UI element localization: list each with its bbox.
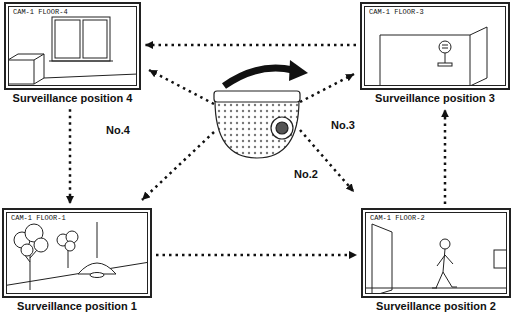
camera-caption: CAM-1 FLOOR-2	[370, 215, 425, 222]
sequence-arrow	[145, 44, 356, 47]
camera-caption: CAM-1 FLOOR-3	[369, 9, 424, 16]
callout-number: No.4	[106, 124, 130, 137]
sequence-arrow	[69, 109, 72, 204]
scene-floor-2	[361, 224, 511, 296]
sequence-arrow	[444, 109, 447, 204]
camera-caption: CAM-1 FLOOR-1	[11, 215, 66, 222]
screen-frame: CAM-1 FLOOR-3	[360, 2, 510, 90]
scene-floor-4	[8, 17, 138, 84]
monitor-view: CAM-1 FLOOR-1Surveillance position 1	[2, 208, 152, 313]
callout-number: No.2	[294, 168, 318, 181]
position-caption: Surveillance position 4	[4, 92, 141, 105]
screen-frame: CAM-1 FLOOR-4	[4, 2, 141, 90]
screen-frame: CAM-1 FLOOR-2	[361, 208, 511, 298]
scene-floor-3	[380, 27, 487, 86]
monitor-view: CAM-1 FLOOR-4Surveillance position 4	[4, 2, 141, 105]
camera-line	[142, 70, 354, 200]
monitor-view: CAM-1 FLOOR-2Surveillance position 2	[361, 208, 511, 313]
callout-number: No.3	[331, 119, 355, 132]
scene-floor-1	[2, 222, 150, 290]
screen-frame: CAM-1 FLOOR-1	[2, 208, 152, 298]
position-caption: Surveillance position 1	[2, 300, 152, 313]
camera-caption: CAM-1 FLOOR-4	[13, 9, 68, 16]
monitor-view: CAM-1 FLOOR-3Surveillance position 3	[360, 2, 510, 105]
position-caption: Surveillance position 3	[360, 92, 510, 105]
dome-camera	[214, 60, 308, 158]
position-caption: Surveillance position 2	[361, 300, 511, 313]
sequence-arrow	[156, 254, 357, 257]
